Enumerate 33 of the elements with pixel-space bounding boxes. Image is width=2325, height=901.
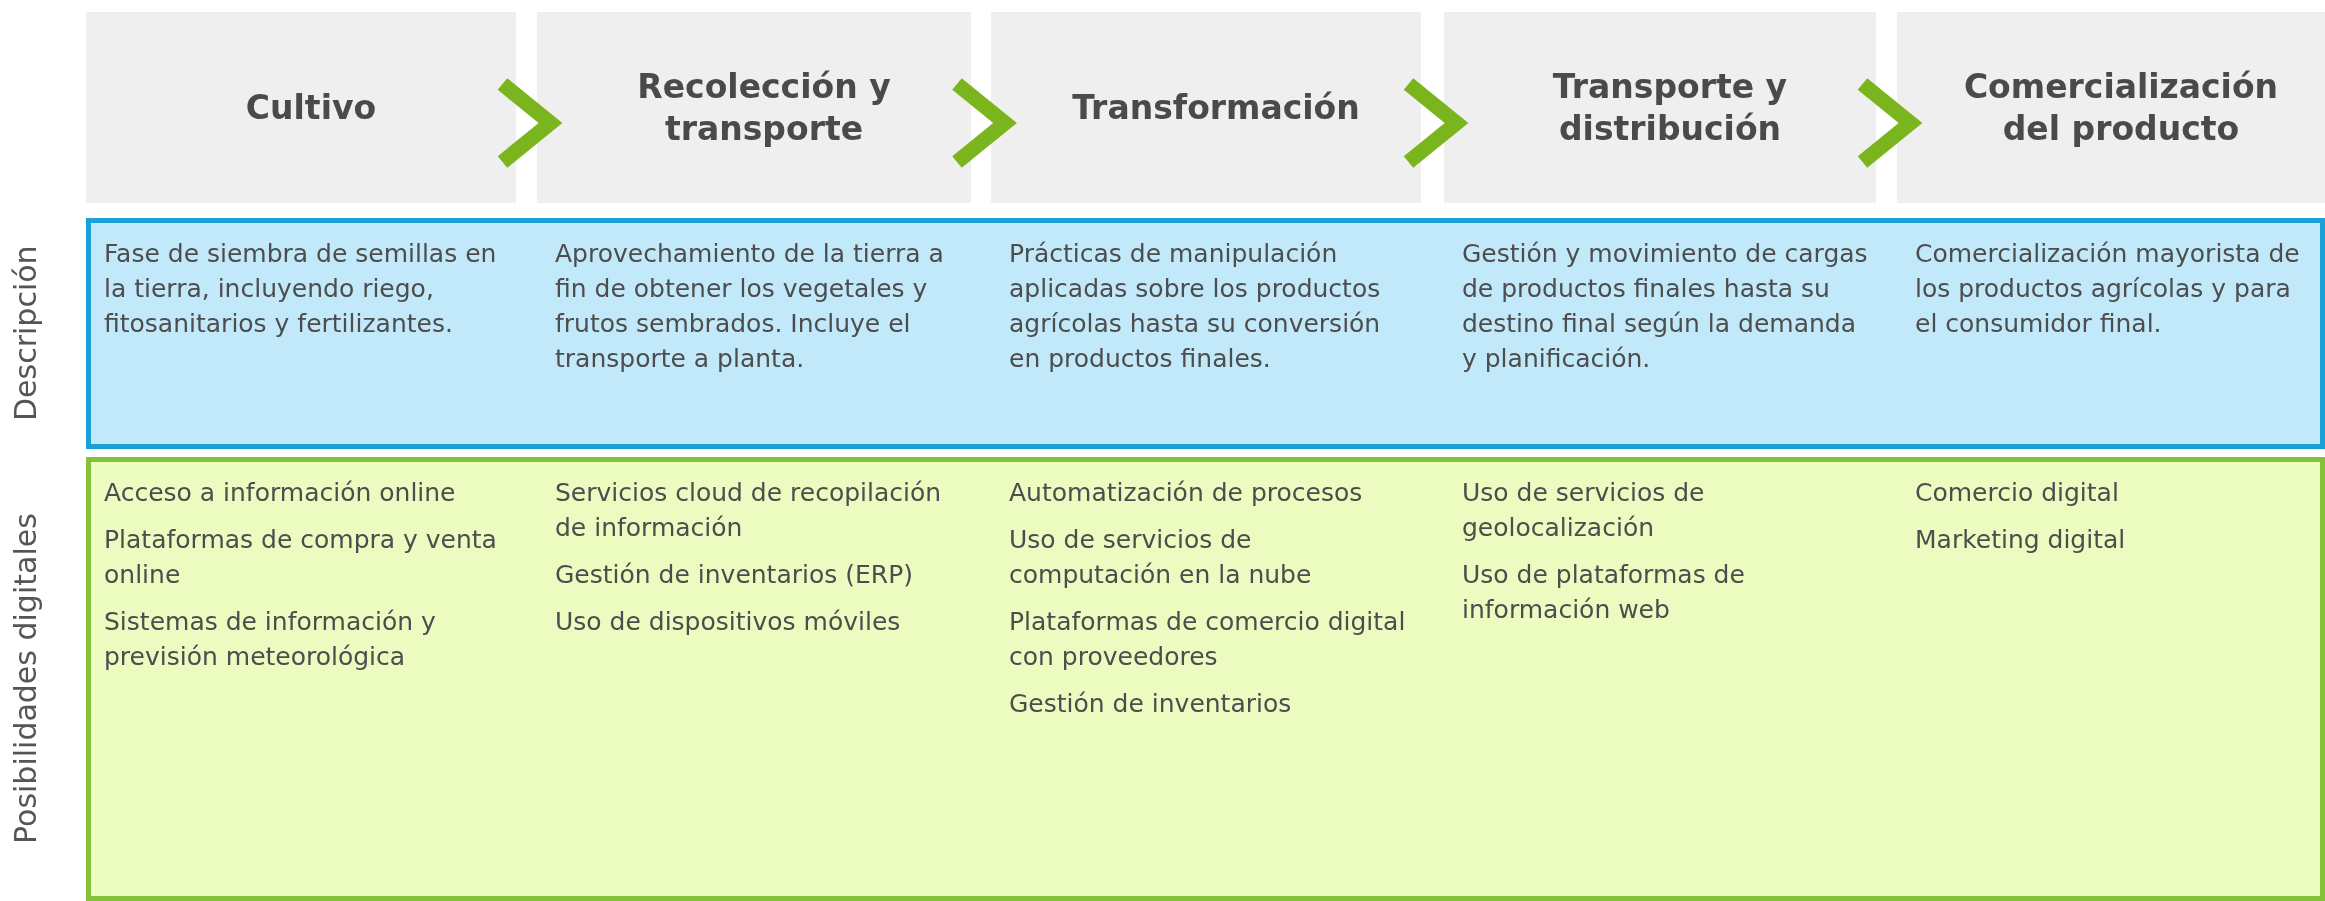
- band-label: Posibilidades digitales: [8, 512, 43, 847]
- list-item: Marketing digital: [1915, 524, 2127, 556]
- list-item: Sistemas de información y previsión meteorológica: [104, 606, 437, 673]
- stage-title: Transporte y distribución: [1551, 65, 1789, 150]
- description-text: Gestión y movimiento de cargas de productos finales hasta su destino final según la demanda y planificación.: [1462, 238, 1869, 375]
- list-item: Automatización de procesos: [1009, 477, 1364, 509]
- stage-title: Cultivo: [245, 86, 377, 129]
- stage-title: Recolección y transporte: [636, 65, 892, 150]
- list-item: Uso de servicios de geolocalización: [1462, 477, 1706, 544]
- stage-title: Transformación: [1072, 86, 1360, 129]
- description-band: [86, 218, 2325, 449]
- list-item: Plataformas de comercio digital con proveedores: [1009, 606, 1407, 673]
- stage-header: [86, 12, 516, 203]
- stage-header: [1444, 12, 1876, 203]
- list-item: Gestión de inventarios: [1009, 688, 1293, 720]
- list-item: Plataformas de compra y venta online: [104, 524, 498, 591]
- list-item: Uso de dispositivos móviles: [555, 606, 902, 638]
- stage-header: [991, 12, 1421, 203]
- stage-title: Comercialización del producto: [1962, 65, 2280, 150]
- list-item: Uso de plataformas de información web: [1462, 559, 1746, 626]
- description-text: Fase de siembra de semillas en la tierra, incluyendo riego, fitosanitarios y fertilizantes.: [104, 238, 498, 340]
- description-text: Prácticas de manipulación aplicadas sobre los productos agrícolas hasta su conversión en productos finales.: [1009, 238, 1382, 375]
- description-text: Aprovechamiento de la tierra a fin de obtener los vegetales y frutos sembrados. Incluye el transporte a planta.: [555, 238, 945, 375]
- stage-header: [537, 12, 971, 203]
- list-item: Comercio digital: [1915, 477, 2120, 509]
- list-item: Servicios cloud de recopilación de información: [555, 477, 943, 544]
- stage-header: [1897, 12, 2325, 203]
- digital-options-band: [86, 457, 2325, 901]
- description-text: Comercialización mayorista de los productos agrícolas y para el consumidor final.: [1915, 238, 2301, 340]
- list-item: Acceso a información online: [104, 477, 457, 509]
- list-item: Uso de servicios de computación en la nube: [1009, 524, 1313, 591]
- band-label: Descripción: [8, 244, 43, 424]
- list-item: Gestión de inventarios (ERP): [555, 559, 914, 591]
